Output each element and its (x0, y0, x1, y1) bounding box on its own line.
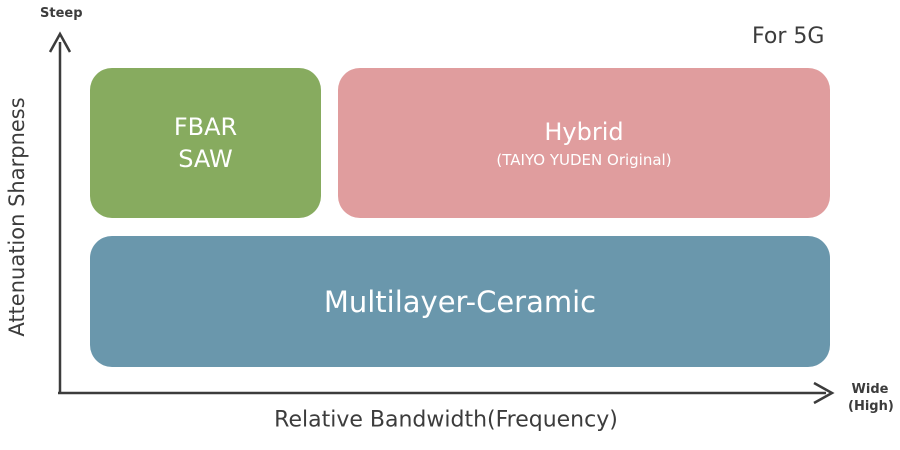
y-axis-top-label: Steep (40, 6, 83, 21)
x-axis-end-label: Wide (High) (848, 381, 894, 415)
region-hybrid-subtitle: (TAIYO YUDEN Original) (496, 151, 672, 169)
x-axis-end-label-line1: Wide (851, 382, 889, 397)
x-axis-title: Relative Bandwidth(Frequency) (274, 407, 618, 433)
region-hybrid: Hybrid (TAIYO YUDEN Original) (338, 68, 830, 218)
region-fbar-saw-line2: SAW (178, 145, 233, 173)
region-multilayer-ceramic-title: Multilayer-Ceramic (323, 284, 597, 319)
y-axis-title: Attenuation Sharpness (5, 97, 29, 337)
x-axis-end-label-line2: (High) (848, 399, 894, 414)
region-fbar-saw-line1: FBAR (173, 113, 238, 141)
region-fbar-saw: FBAR SAW (90, 68, 321, 218)
y-axis-arrowhead (48, 31, 72, 53)
x-axis-arrowhead (813, 381, 835, 405)
region-hybrid-title: Hybrid (544, 118, 624, 146)
region-multilayer-ceramic: Multilayer-Ceramic (90, 236, 830, 367)
corner-note: For 5G (752, 24, 825, 49)
